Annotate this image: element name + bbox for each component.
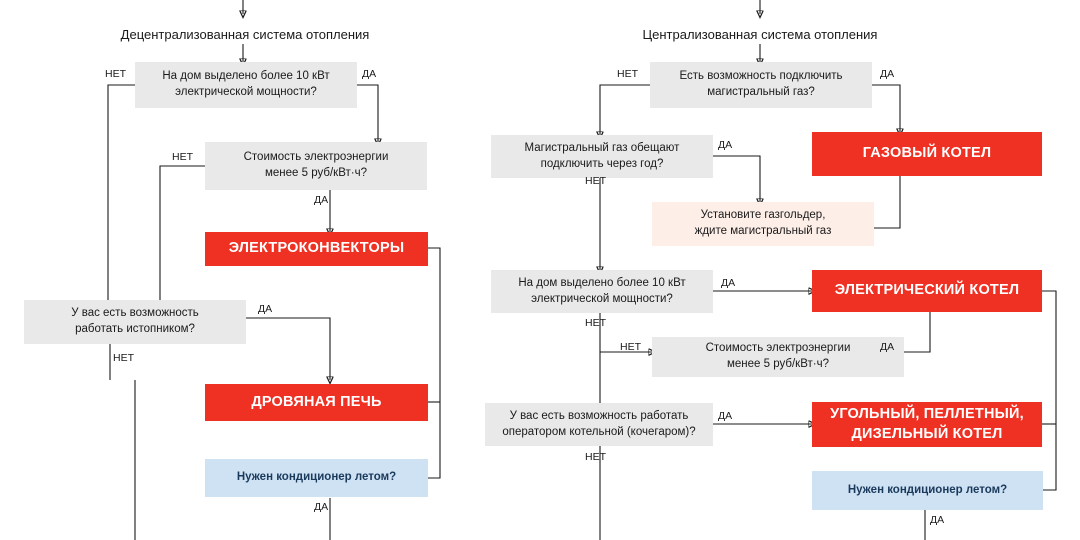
edge-label-left-5: ДА (258, 303, 273, 315)
edge-label-right-7: НЕТ (620, 341, 641, 353)
node-left-result-convectors[interactable]: ЭЛЕКТРОКОНВЕКТОРЫ (205, 232, 428, 266)
node-right-air-conditioner-question[interactable]: Нужен кондиционер летом? (812, 471, 1043, 510)
edge-label-right-1: НЕТ (617, 68, 638, 80)
edge-label-right-4: НЕТ (585, 175, 606, 187)
edge-label-right-6: НЕТ (585, 317, 606, 329)
edge-label-left-6: НЕТ (113, 352, 134, 364)
edge-label-left-7: ДА (314, 501, 329, 513)
node-left-power-question[interactable]: На дом выделено более 10 кВт электрическ… (135, 62, 357, 108)
edge-label-left-1: НЕТ (105, 68, 126, 80)
edge-label-left-2: ДА (362, 68, 377, 80)
edge-label-right-10: НЕТ (585, 451, 606, 463)
node-right-boiler-operator-question[interactable]: У вас есть возможность работать оператор… (485, 403, 713, 446)
node-left-stoker-question[interactable]: У вас есть возможность работать истопник… (24, 300, 246, 344)
node-right-install-gas-holder[interactable]: Установите газгольдер, ждите магистральн… (652, 202, 874, 246)
node-right-gas-promised-question[interactable]: Магистральный газ обещают подключить чер… (491, 135, 713, 178)
edge-label-left-4: ДА (314, 194, 329, 206)
node-right-result-electric-boiler[interactable]: ЭЛЕКТРИЧЕСКИЙ КОТЕЛ (812, 270, 1042, 312)
node-right-electricity-price-question[interactable]: Стоимость электроэнергии менее 5 руб/кВт… (652, 337, 904, 377)
edge-label-right-8: ДА (880, 341, 895, 353)
edge-label-right-2: ДА (880, 68, 895, 80)
node-left-result-wood-stove[interactable]: ДРОВЯНАЯ ПЕЧЬ (205, 384, 428, 421)
edge-label-left-3: НЕТ (172, 151, 193, 163)
edge-label-right-3: ДА (718, 139, 733, 151)
edge-label-right-9: ДА (718, 410, 733, 422)
node-left-electricity-price-question[interactable]: Стоимость электроэнергии менее 5 руб/кВт… (205, 142, 427, 190)
edge-label-right-5: ДА (721, 277, 736, 289)
node-right-result-coal-pellet-diesel[interactable]: УГОЛЬНЫЙ, ПЕЛЛЕТНЫЙ, ДИЗЕЛЬНЫЙ КОТЕЛ (812, 402, 1042, 447)
right-column-title: Централизованная система отопления (642, 27, 878, 42)
node-left-air-conditioner-question[interactable]: Нужен кондиционер летом? (205, 459, 428, 497)
left-column-title: Децентрализованная система отопления (120, 27, 370, 42)
node-right-power-question[interactable]: На дом выделено более 10 кВт электрическ… (491, 270, 713, 313)
node-right-gas-available-question[interactable]: Есть возможность подключить магистральны… (650, 62, 872, 108)
node-right-result-gas-boiler[interactable]: ГАЗОВЫЙ КОТЕЛ (812, 132, 1042, 176)
edge-label-right-11: ДА (930, 514, 945, 526)
